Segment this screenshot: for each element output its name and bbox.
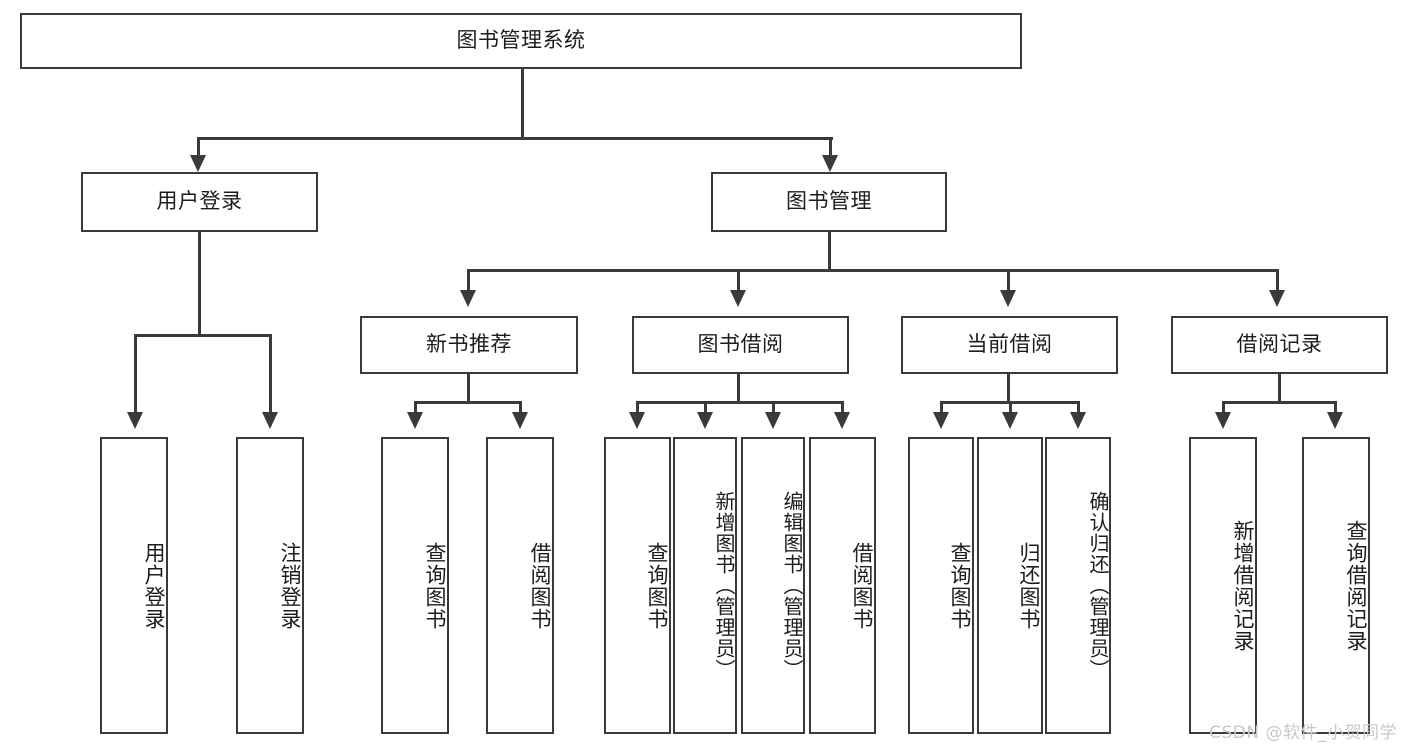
edge-bookmgmt-stem	[828, 232, 831, 271]
edge-userlogin-stem	[198, 232, 201, 336]
node-label: 借阅图书	[850, 541, 874, 630]
node-label: 借阅记录	[1236, 332, 1323, 357]
arrowhead-user-login	[190, 155, 206, 172]
edge-currentborrow-drop-1	[940, 401, 943, 416]
leaf-query-book-current[interactable]: 查询图书	[908, 437, 974, 734]
edge-borrowrecord-drop-2	[1334, 401, 1337, 416]
edge-bookborrow-drop-1	[636, 401, 639, 416]
arrowhead-leaf-add-book	[697, 412, 713, 429]
leaf-return-book[interactable]: 归还图书	[977, 437, 1043, 734]
edge-userlogin-drop-1	[134, 334, 137, 416]
arrowhead-leaf-query-book-3	[933, 412, 949, 429]
edge-bookborrow-drop-3	[772, 401, 775, 416]
node-label: 新书推荐	[426, 332, 512, 357]
edge-currentborrow-drop-2	[1009, 401, 1012, 416]
arrowhead-borrow-record	[1269, 290, 1285, 307]
edge-newbook-drop-2	[519, 401, 522, 416]
arrowhead-leaf-query-book-1	[407, 412, 423, 429]
edge-newbook-drop-1	[414, 401, 417, 416]
edge-bookmgmt-drop-4	[1276, 269, 1279, 293]
arrowhead-current-borrow	[1000, 290, 1016, 307]
edge-bookborrow-bus	[636, 401, 844, 404]
edge-bookmgmt-drop-3	[1007, 269, 1010, 293]
leaf-query-borrow-record[interactable]: 查询借阅记录	[1302, 437, 1370, 734]
leaf-borrow-book-borrow[interactable]: 借阅图书	[809, 437, 876, 734]
edge-root-drop-left	[197, 137, 200, 159]
node-label: 借阅图书	[528, 541, 552, 630]
leaf-edit-book-admin[interactable]: 编辑图书（管理员）	[741, 437, 805, 734]
node-book-management[interactable]: 图书管理	[711, 172, 947, 232]
edge-currentborrow-stem	[1007, 374, 1010, 403]
leaf-borrow-book-newbook[interactable]: 借阅图书	[486, 437, 554, 734]
arrowhead-book-manage	[822, 155, 838, 172]
node-label: 查询图书	[423, 541, 447, 630]
node-label: 新增借阅记录	[1231, 519, 1255, 652]
edge-userlogin-drop-2	[269, 334, 272, 416]
arrowhead-leaf-return-book	[1002, 412, 1018, 429]
arrowhead-leaf-query-record	[1327, 412, 1343, 429]
node-label: 图书管理	[786, 189, 872, 214]
edge-bookmgmt-drop-1	[467, 269, 470, 293]
edge-root-drop-right	[829, 137, 832, 159]
watermark-text: CSDN @软件_小贺同学	[1209, 723, 1397, 743]
node-book-borrow[interactable]: 图书借阅	[632, 316, 849, 374]
edge-borrowrecord-stem	[1278, 374, 1281, 403]
edge-currentborrow-drop-3	[1077, 401, 1080, 416]
edge-borrowrecord-bus	[1222, 401, 1337, 404]
edge-bookmgmt-bus	[467, 269, 1279, 272]
arrowhead-leaf-borrow-book-1	[512, 412, 528, 429]
edge-bookmgmt-drop-2	[737, 269, 740, 293]
node-label: 查询图书	[645, 541, 669, 630]
node-root-system[interactable]: 图书管理系统	[20, 13, 1022, 69]
arrowhead-leaf-logout	[262, 412, 278, 429]
leaf-add-borrow-record[interactable]: 新增借阅记录	[1189, 437, 1257, 734]
arrowhead-leaf-user-login	[127, 412, 143, 429]
node-label: 图书管理系统	[456, 28, 586, 53]
edge-userlogin-bus	[134, 334, 272, 337]
arrowhead-leaf-add-record	[1215, 412, 1231, 429]
leaf-query-book-borrow[interactable]: 查询图书	[604, 437, 671, 734]
node-label: 注销登录	[278, 541, 302, 630]
edge-newbook-bus	[414, 401, 522, 404]
leaf-add-book-admin[interactable]: 新增图书（管理员）	[673, 437, 737, 734]
node-label: 用户登录	[156, 189, 243, 214]
arrowhead-book-borrow	[730, 290, 746, 307]
arrowhead-leaf-query-book-2	[629, 412, 645, 429]
node-user-login[interactable]: 用户登录	[81, 172, 318, 232]
node-label: 新增图书（管理员）	[712, 491, 736, 680]
edge-bookborrow-drop-2	[704, 401, 707, 416]
leaf-confirm-return-admin[interactable]: 确认归还（管理员）	[1045, 437, 1111, 734]
edge-bookborrow-drop-4	[841, 401, 844, 416]
node-label: 用户登录	[142, 541, 166, 630]
arrowhead-leaf-borrow-book-2	[834, 412, 850, 429]
edge-borrowrecord-drop-1	[1222, 401, 1225, 416]
node-current-borrow[interactable]: 当前借阅	[901, 316, 1118, 374]
node-label: 查询借阅记录	[1344, 519, 1368, 652]
node-label: 确认归还（管理员）	[1086, 491, 1110, 680]
leaf-user-login[interactable]: 用户登录	[100, 437, 168, 734]
node-label: 查询图书	[948, 541, 972, 630]
arrowhead-new-book	[460, 290, 476, 307]
arrowhead-leaf-confirm-return	[1070, 412, 1086, 429]
node-borrow-record[interactable]: 借阅记录	[1171, 316, 1388, 374]
node-new-book-recommend[interactable]: 新书推荐	[360, 316, 578, 374]
leaf-logout[interactable]: 注销登录	[236, 437, 304, 734]
edge-root-bus	[197, 137, 833, 140]
edge-bookborrow-stem	[737, 374, 740, 403]
node-label: 当前借阅	[966, 332, 1053, 357]
node-label: 图书借阅	[697, 332, 784, 357]
node-label: 编辑图书（管理员）	[780, 491, 804, 680]
leaf-query-book-newbook[interactable]: 查询图书	[381, 437, 449, 734]
arrowhead-leaf-edit-book	[765, 412, 781, 429]
edge-newbook-stem	[467, 374, 470, 403]
edge-root-stem	[521, 69, 524, 139]
node-label: 归还图书	[1017, 541, 1041, 630]
